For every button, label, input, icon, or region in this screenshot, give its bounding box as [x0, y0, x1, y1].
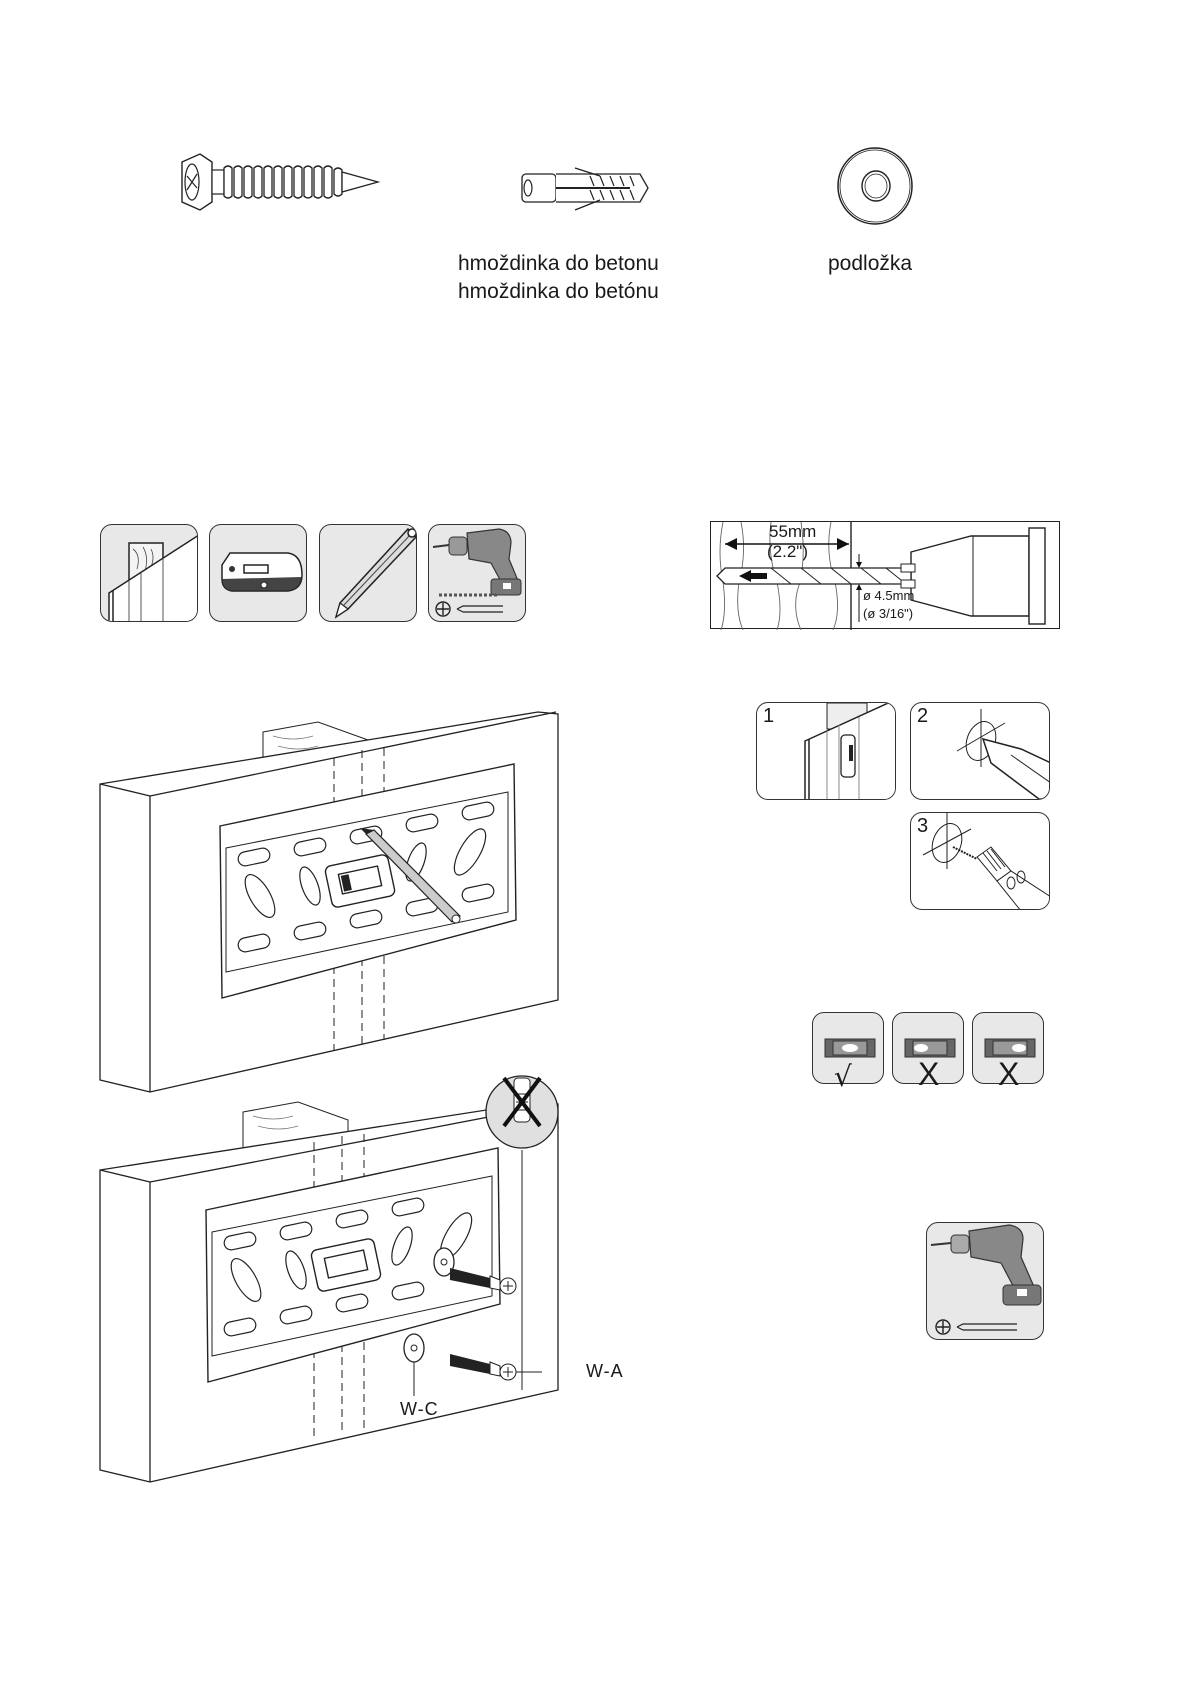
- pencil-mark-icon: [956, 709, 1049, 799]
- level-right-bubble-icon: [984, 1038, 1036, 1058]
- anchor-label-line-1: hmoždinka do betonu: [458, 252, 659, 275]
- drill-and-bits-icon: [432, 528, 522, 617]
- level-left-bubble-icon: [904, 1038, 956, 1058]
- wall-anchor-icon: [521, 167, 649, 211]
- stud-wall-icon: [108, 535, 197, 621]
- step-panel-3: 3: [910, 812, 1050, 910]
- step-number-2: 2: [917, 705, 929, 727]
- screw-callout-label: W-A: [586, 1361, 624, 1381]
- drill-diameter-in: (ø 3/16"): [863, 606, 914, 621]
- pencil-icon: [334, 527, 416, 619]
- level-panel-right-bubble: [972, 1012, 1044, 1084]
- level-panel-left-bubble: [892, 1012, 964, 1084]
- step-panel-1: 1: [756, 702, 896, 800]
- wall-plate-marking-diagram: [99, 711, 559, 1093]
- washer-label: podložka: [828, 252, 913, 275]
- tool-panel-stud-finder: [209, 524, 307, 622]
- drill-depth-mm: 55mm: [769, 522, 817, 541]
- tool-panel-pencil: [319, 524, 417, 622]
- wall-plate-fastening-diagram: [99, 1075, 559, 1483]
- drill-icon: [930, 1224, 1042, 1335]
- check-mark-icon: √: [834, 1060, 852, 1093]
- tool-panel-stud-wall: [100, 524, 198, 622]
- cross-mark-icon: X: [998, 1056, 1020, 1092]
- no-anchor-icon: [502, 1076, 542, 1128]
- washer-callout-label: W-C: [400, 1399, 439, 1419]
- step-number-3: 3: [917, 815, 929, 837]
- step-panel-2: 2: [910, 702, 1050, 800]
- stud-finder-on-wall-icon: [804, 703, 895, 799]
- level-centered-icon: [824, 1038, 876, 1058]
- drill-hole-icon: [922, 813, 1049, 909]
- level-panel-correct: [812, 1012, 884, 1084]
- tool-panel-drill: [428, 524, 526, 622]
- drill-depth-diagram: 55mm (2.2") ø 4.5mm (ø 3/16"): [710, 521, 1060, 631]
- cross-mark-icon: X: [918, 1056, 940, 1092]
- hex-lag-screw-icon: [181, 153, 381, 211]
- washer-icon: [837, 147, 913, 225]
- drill-depth-in: (2.2"): [767, 542, 808, 561]
- stud-finder-icon: [221, 552, 303, 592]
- drill-panel: [926, 1222, 1044, 1340]
- drill-diameter-mm: ø 4.5mm: [863, 588, 915, 603]
- step-number-1: 1: [763, 705, 775, 727]
- anchor-label-line-2: hmoždinka do betónu: [458, 280, 659, 303]
